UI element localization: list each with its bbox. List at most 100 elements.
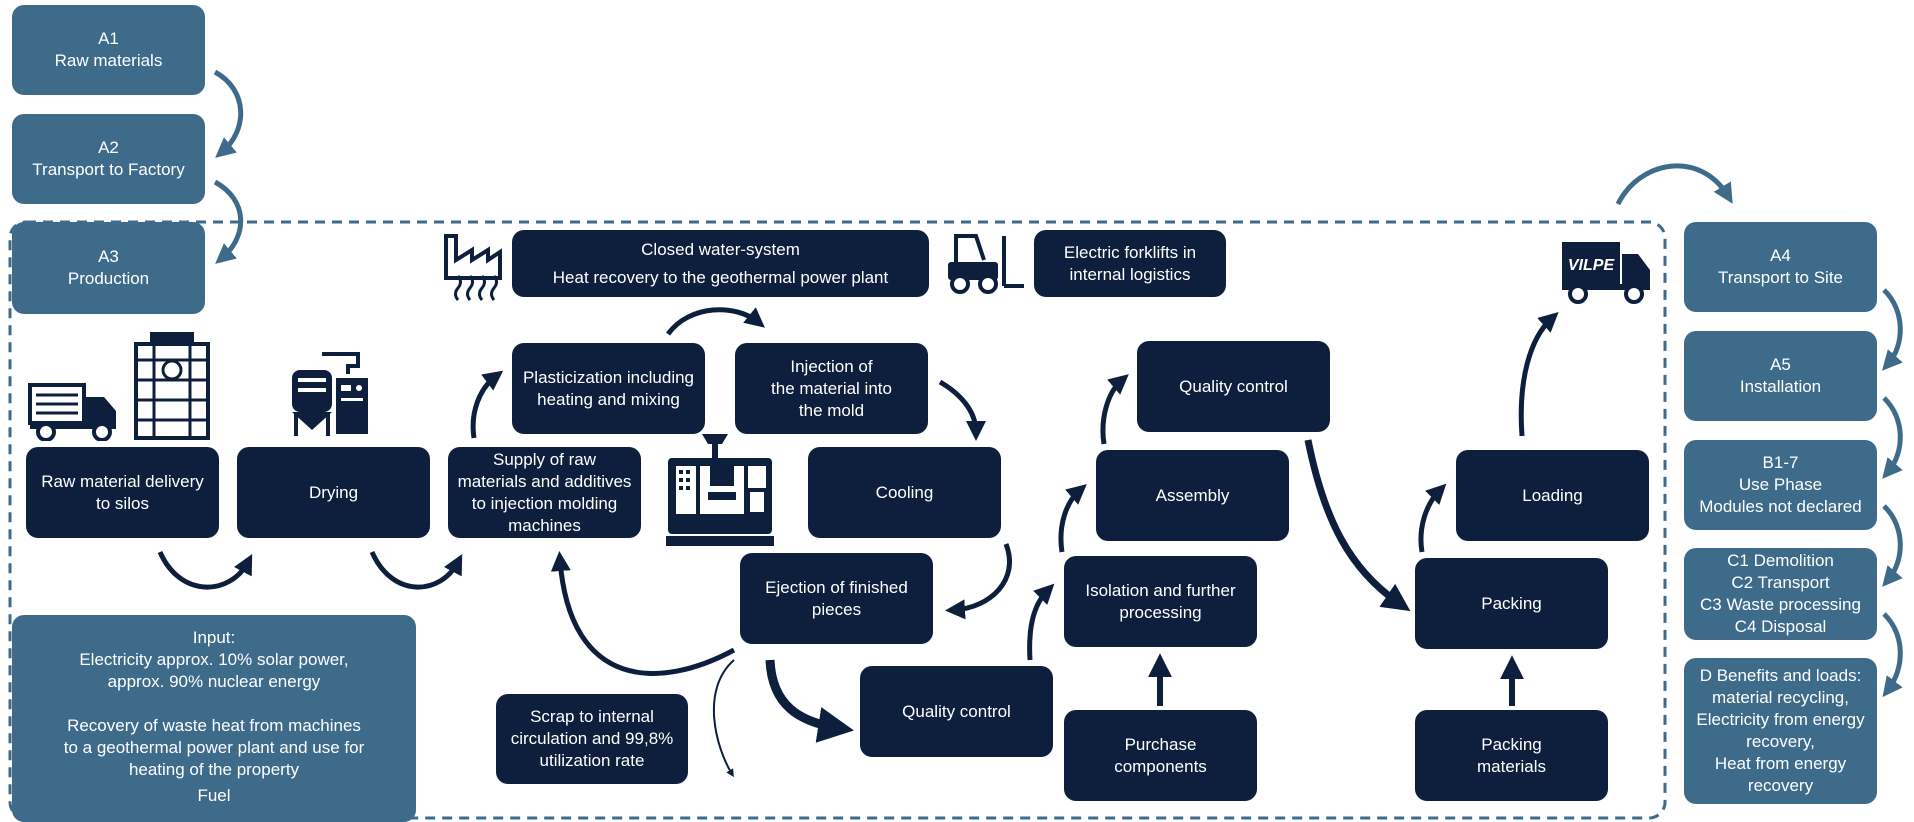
- arrow-isolation-assembly: [1058, 484, 1087, 553]
- text-line: machines: [508, 515, 581, 535]
- arrow-packing-loading: [1418, 483, 1447, 553]
- text-line: Recovery of waste heat from machines: [67, 716, 361, 735]
- arrow-supply-plasticization: [470, 370, 504, 439]
- text-line: Raw material delivery: [41, 471, 204, 491]
- text-line: A2: [98, 138, 119, 157]
- arrow-a1-a2: [213, 69, 244, 158]
- text-line: Electric forklifts in: [1063, 242, 1197, 262]
- input-box: Input: Electricity approx. 10% solar pow…: [12, 615, 416, 822]
- arrow-a5-b: [1882, 396, 1903, 479]
- arrow-a2-a3: [213, 179, 244, 264]
- arrow-drying-supply: [369, 550, 463, 590]
- assembly-box: Assembly: [1096, 450, 1289, 541]
- factory-heat-icon: [444, 234, 502, 301]
- text-line: B1-7: [1762, 453, 1799, 472]
- text-line: the material into: [771, 378, 892, 398]
- text-line: A3: [98, 247, 119, 266]
- quality-control-box-lower: Quality control: [860, 666, 1053, 757]
- input-heat-recovery: Recovery of waste heat from machines to a…: [64, 715, 365, 781]
- text-line: utilization rate: [539, 751, 645, 770]
- text-line: Purchase: [1124, 734, 1197, 754]
- arrow-c-d: [1882, 612, 1903, 698]
- arrow-cooling-ejection: [945, 543, 1012, 620]
- arrow-ejection-scrap: [712, 659, 735, 778]
- input-fuel: Fuel: [197, 786, 231, 805]
- text-line: C1 Demolition: [1727, 551, 1834, 570]
- text-line: A1: [98, 29, 119, 48]
- forklift-icon: [948, 234, 1024, 294]
- text-line: Loading: [1522, 485, 1583, 505]
- text-line: Heat recovery to the geothermal power pl…: [552, 267, 889, 287]
- text-line: components: [1114, 756, 1207, 776]
- packing-box: Packing: [1415, 558, 1608, 649]
- input-title: Input:: [192, 628, 236, 647]
- text-line: to silos: [96, 493, 149, 513]
- text-line: Isolation and further: [1085, 580, 1236, 600]
- text-line: the mold: [798, 400, 865, 420]
- text-line: Ejection of finished: [765, 577, 908, 597]
- text-line: Packing: [1481, 593, 1542, 613]
- stage-c1-c4: C1 Demolition C2 Transport C3 Waste proces…: [1684, 548, 1877, 640]
- stage-d: D Benefits and loads: material recycling,…: [1684, 658, 1877, 804]
- text-line: circulation and 99,8%: [510, 729, 674, 748]
- text-line: recovery: [1747, 776, 1814, 795]
- text-line: C3 Waste processing: [1700, 595, 1861, 614]
- text-line: Drying: [308, 482, 359, 502]
- text-line: Packing: [1481, 734, 1542, 754]
- truck-logo-text: VILPE: [1568, 257, 1616, 274]
- text-line: C4 Disposal: [1734, 617, 1827, 636]
- truck-icon: [28, 383, 116, 441]
- drying-box: Drying: [237, 447, 430, 538]
- text-line: materials: [1477, 756, 1546, 776]
- arrow-a4-a5: [1882, 288, 1903, 371]
- text-line: Electricity from energy: [1696, 710, 1865, 729]
- text-line: Supply of raw: [493, 449, 596, 469]
- text-line: A5: [1770, 355, 1791, 374]
- arrow-ejection-supply: [550, 551, 736, 676]
- text-line: heating and mixing: [537, 389, 680, 409]
- silo-icon: [134, 332, 210, 440]
- text-line: to a geothermal power plant and use for: [63, 738, 365, 757]
- delivery-truck-icon: VILPE: [1562, 242, 1650, 304]
- text-line: Closed water-system: [641, 239, 800, 259]
- text-line: D Benefits and loads:: [1699, 666, 1862, 685]
- arrow-b-c: [1882, 504, 1903, 587]
- text-line: material recycling,: [1712, 688, 1849, 707]
- text-line: materials and additives: [457, 471, 632, 491]
- text-line: Production: [67, 269, 150, 288]
- text-line: Transport to Site: [1717, 268, 1844, 287]
- text-line: Quality control: [902, 701, 1011, 721]
- text-line: Cooling: [875, 482, 934, 502]
- loading-box: Loading: [1456, 450, 1649, 541]
- text-line: Quality control: [1179, 376, 1288, 396]
- text-line: C2 Transport: [1731, 573, 1830, 592]
- arrow-ejection-quality: [765, 659, 855, 743]
- injection-machine-icon: [666, 434, 774, 546]
- text-line: Heat from energy: [1714, 754, 1847, 773]
- arrow-loading-truck: [1518, 311, 1559, 437]
- arrow-production-a4: [1615, 163, 1733, 206]
- text-line: Electricity approx. 10% solar power,: [79, 650, 349, 669]
- text-line: Installation: [1739, 377, 1822, 396]
- dryer-icon: [292, 352, 368, 436]
- text-line: recovery,: [1746, 732, 1815, 751]
- arrow-quality-packing: [1304, 439, 1411, 612]
- text-line: Modules not declared: [1699, 497, 1862, 516]
- text-line: pieces: [811, 599, 862, 619]
- text-line: to injection molding: [471, 493, 618, 513]
